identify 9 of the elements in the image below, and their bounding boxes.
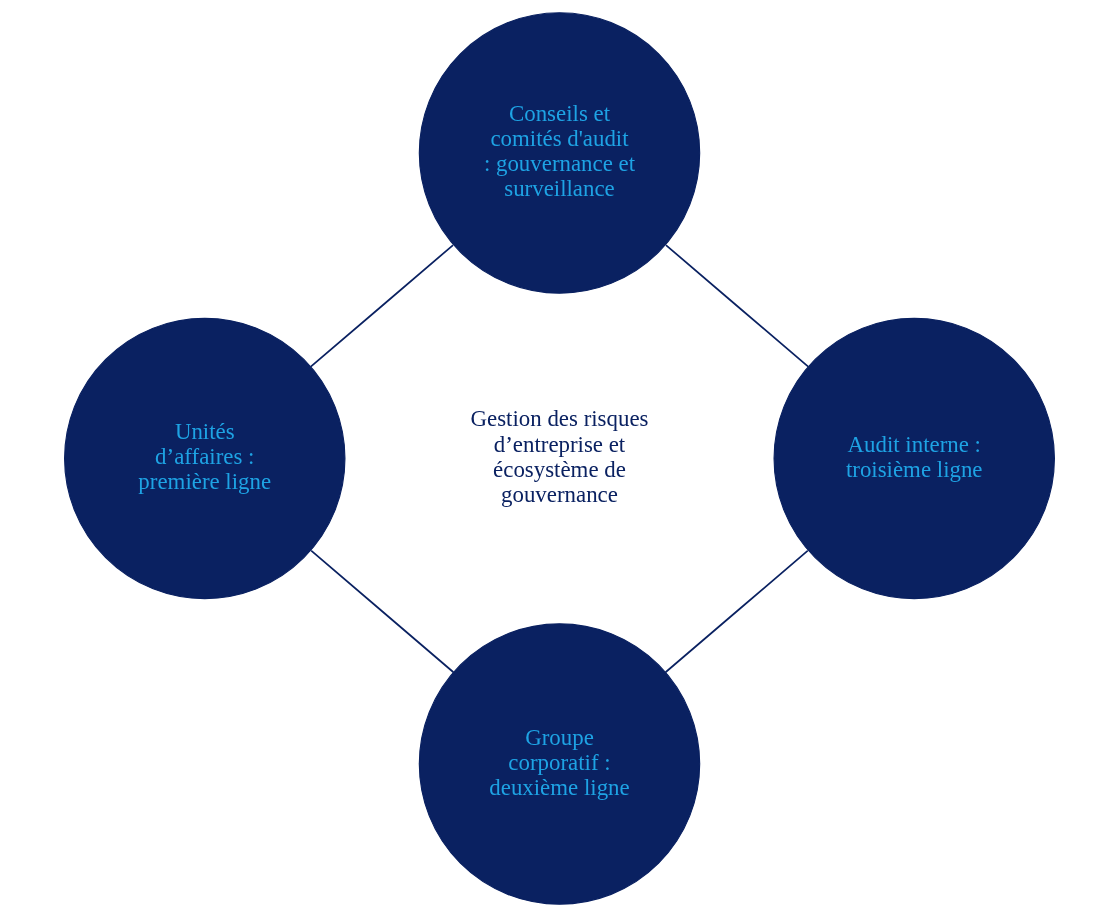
node-circle: Conseils et comités d'audit : gouvernance et surveillance: [418, 12, 700, 294]
connector: [664, 549, 809, 674]
node-circle: Unités d’affaires : première ligne: [63, 317, 345, 600]
node-circle: Audit interne : troisième ligne: [773, 317, 1055, 600]
label: Gestion des risques d’entreprise et écosystème de gouvernance: [470, 406, 648, 507]
node-circle: Groupe corporatif : deuxième ligne: [418, 623, 700, 905]
connector: [309, 549, 454, 674]
connector: [309, 244, 454, 368]
connector: [664, 244, 809, 368]
